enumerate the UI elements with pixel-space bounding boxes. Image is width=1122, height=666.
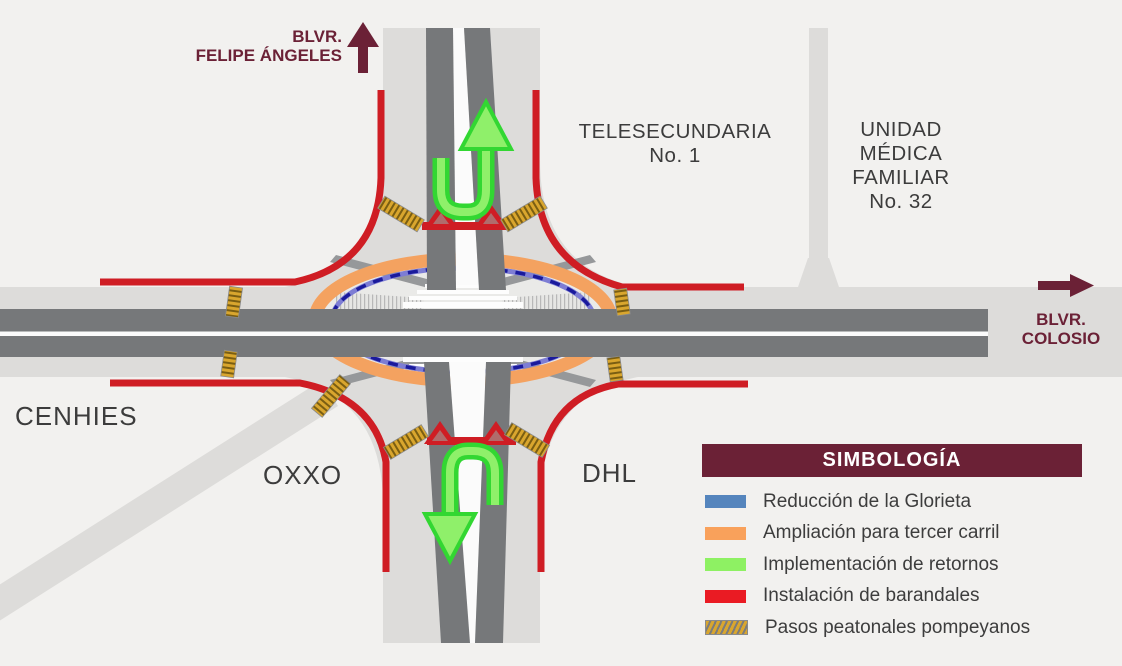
legend-item-guardrails: Instalación de barandales <box>702 581 1082 613</box>
uturn-arrow-north <box>432 97 515 221</box>
legend-item-glorieta-reduction: Reducción de la Glorieta <box>702 486 1082 518</box>
diagonal-side-street <box>0 380 338 621</box>
label-blvr-felipe-angeles: BLVR. FELIPE ÁNGELES <box>195 27 342 65</box>
label-cenhies: CENHIES <box>15 401 138 431</box>
swatch-red <box>705 589 746 603</box>
crosswalks <box>220 195 631 460</box>
legend-title: SIMBOLOGÍA <box>702 444 1082 477</box>
north-direction-arrow-icon <box>347 22 379 73</box>
swatch-blue <box>705 495 746 509</box>
swatch-orange <box>705 526 746 540</box>
swatch-striped <box>705 620 748 636</box>
swatch-green <box>705 558 746 572</box>
legend-item-returns: Implementación de retornos <box>702 549 1082 581</box>
label-blvr-colosio: BLVR. COLOSIO <box>1021 310 1101 348</box>
legend-item-third-lane: Ampliación para tercer carril <box>702 518 1082 550</box>
label-dhl: DHL <box>582 458 638 488</box>
throat-markers <box>422 204 516 445</box>
legend: SIMBOLOGÍA Reducción de la Glorieta Ampl… <box>702 444 1082 644</box>
label-oxxo: OXXO <box>263 460 343 490</box>
label-telesecundaria: TELESECUNDARIA No. 1 <box>578 120 772 167</box>
clinic-access-road <box>798 28 839 288</box>
east-direction-arrow-icon <box>1038 274 1094 297</box>
label-unidad-medica: UNIDAD MÉDICA FAMILIAR No. 32 <box>852 118 950 213</box>
legend-item-crosswalks: Pasos peatonales pompeyanos <box>702 612 1082 644</box>
